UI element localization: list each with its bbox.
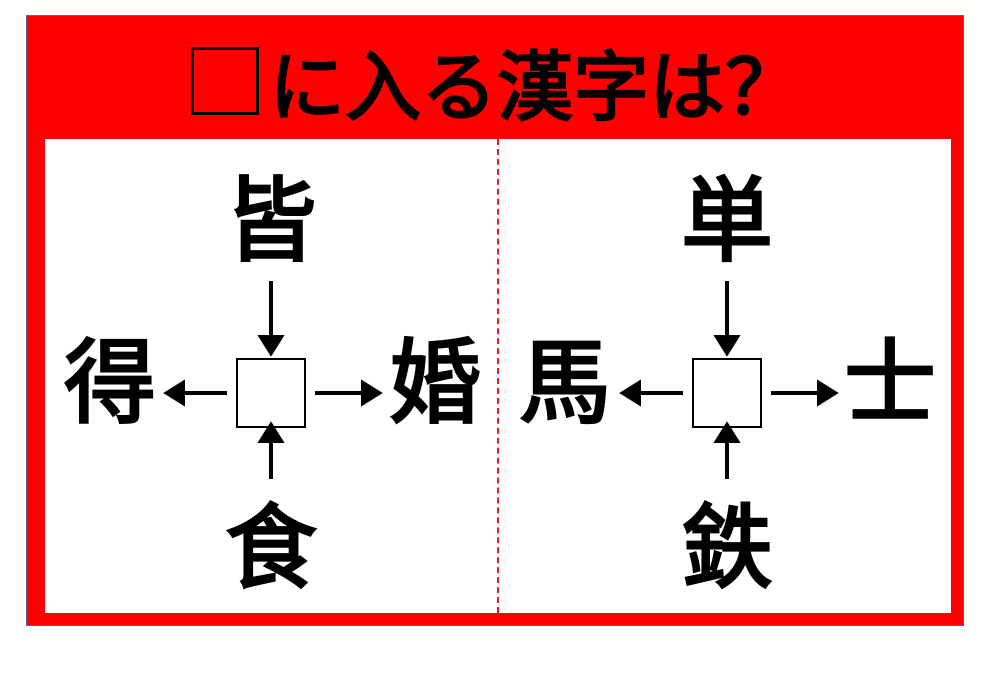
arrows [619, 281, 839, 479]
page-title: に入る漢字は？ [27, 26, 965, 136]
puzzle-frame: に入る漢字は？ 皆 得 婚 食 単 馬 士 鉄 [26, 15, 964, 626]
kanji-left: 得 [63, 330, 156, 437]
dashed-divider [497, 139, 499, 613]
arrow-up-icon [713, 421, 741, 443]
answer-box [692, 358, 762, 428]
kanji-left: 馬 [518, 330, 611, 437]
answer-box [236, 358, 306, 428]
arrow-left-icon [163, 379, 185, 407]
arrow-down-icon [257, 335, 285, 357]
puzzle-area: 皆 得 婚 食 単 馬 士 鉄 [45, 139, 951, 613]
arrow-up-icon [257, 421, 285, 443]
arrow-down-icon [713, 335, 741, 357]
kanji-right: 士 [843, 330, 936, 437]
blank-square-icon [191, 47, 259, 115]
arrow-right-icon [361, 379, 383, 407]
arrows [163, 281, 383, 479]
kanji-right: 婚 [388, 330, 481, 437]
arrow-right-icon [817, 379, 839, 407]
kanji-top: 皆 [224, 168, 317, 275]
kanji-top: 単 [680, 168, 773, 275]
title-text: に入る漢字は？ [269, 43, 801, 132]
kanji-bottom: 食 [224, 495, 317, 602]
kanji-bottom: 鉄 [680, 495, 773, 602]
arrow-left-icon [619, 379, 641, 407]
